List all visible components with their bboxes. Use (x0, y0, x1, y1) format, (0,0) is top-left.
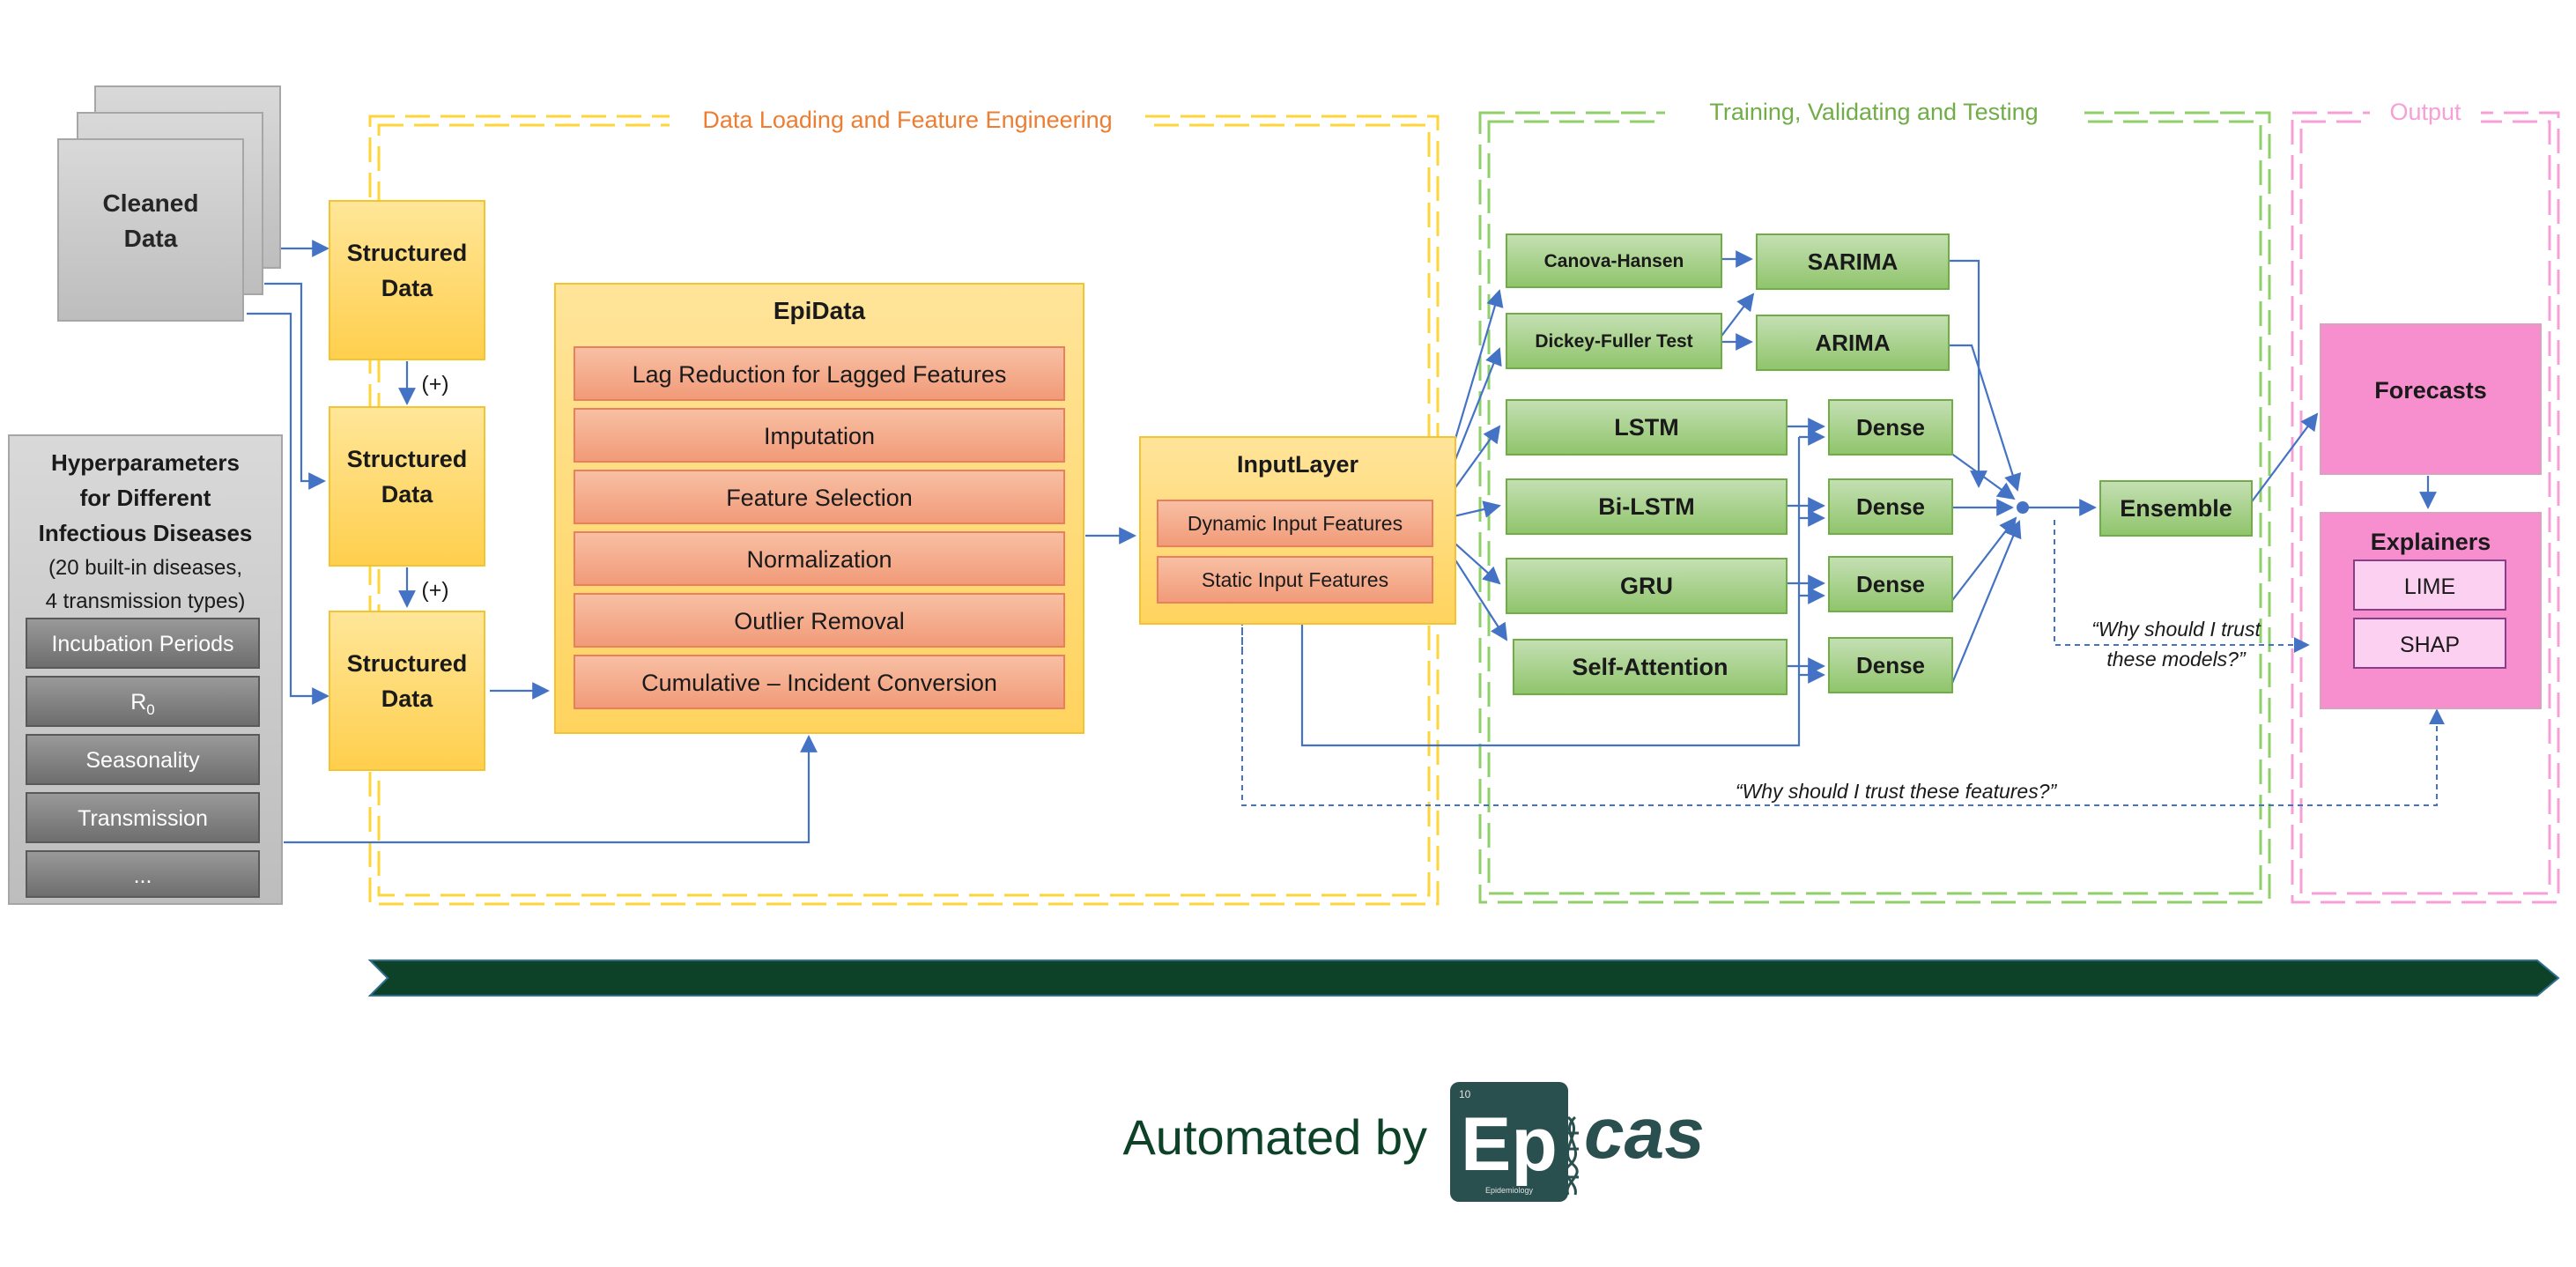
hyperparams-subtitle-2: 4 transmission types) (46, 589, 246, 613)
epidata-step-lag: Lag Reduction for Lagged Features (633, 361, 1007, 388)
question-connectors (1234, 520, 2445, 806)
epidata-step-imputation: Imputation (764, 423, 875, 449)
group-training-title: Training, Validating and Testing (1709, 99, 2038, 125)
epidata-step-feature-selection: Feature Selection (726, 485, 913, 511)
logo-small-text: Epidemiology (1485, 1186, 1534, 1195)
dense-4: Dense (1856, 652, 1925, 678)
cleaned-data-label-2: Data (124, 225, 178, 252)
hyperparam-more: ... (134, 863, 152, 888)
epidata-step-normalization: Normalization (746, 546, 892, 573)
logo-cas: cas (1584, 1093, 1705, 1174)
automation-arrow-bar (367, 960, 2560, 997)
hyperparam-seasonality: Seasonality (85, 748, 200, 773)
arrow-dense1-to-merge (1950, 452, 2016, 500)
output-blocks: Forecasts Explainers LIME SHAP (2320, 323, 2542, 709)
hyperparam-transmission: Transmission (78, 806, 208, 831)
hyperparam-incubation: Incubation Periods (51, 632, 233, 656)
dna-helix-icon (1565, 1115, 1579, 1196)
group-output: Output (2291, 93, 2560, 904)
input-layer-title: InputLayer (1237, 451, 1359, 478)
dashed-merge-to-explainers (2054, 520, 2310, 653)
model-gru: GRU (1620, 573, 1673, 599)
hyperparam-r0-letter: R (130, 690, 146, 715)
hyperparams-title-2: for Different (80, 485, 211, 511)
arrow-arima-to-merge (1947, 344, 2022, 492)
explainer-shap: SHAP (2400, 633, 2460, 657)
epidata-step-cumulative: Cumulative – Incident Conversion (641, 670, 997, 696)
hyperparam-r0-subscript: 0 (146, 701, 154, 718)
plus-marker-1: (+) (421, 372, 448, 396)
question-trust-models-1: “Why should I trust (2091, 618, 2261, 641)
epidata-block: EpiData Lag Reduction for Lagged Feature… (554, 283, 1084, 734)
cleaned-data-stack: Cleaned Data (57, 85, 281, 322)
group-output-title: Output (2389, 99, 2461, 125)
logo-badge (1450, 1082, 1568, 1202)
static-input-features: Static Input Features (1202, 568, 1388, 591)
structured-data-2-label-2: Data (381, 481, 434, 508)
model-canova-hansen: Canova-Hansen (1544, 251, 1684, 271)
arrow-dense4-to-merge (1949, 520, 2022, 688)
model-dickey-fuller: Dickey-Fuller Test (1535, 331, 1692, 352)
hyperparams-title-3: Infectious Diseases (39, 520, 253, 546)
arrow-cleaned-to-structured-2 (264, 282, 326, 490)
dense-2: Dense (1856, 493, 1925, 520)
arrow-cleaned-to-structured-3 (247, 312, 329, 705)
models: Canova-Hansen Dickey-Fuller Test SARIMA … (1506, 233, 2253, 695)
arrow-ensemble-to-forecasts (2249, 412, 2319, 505)
structured-data-1-label-1: Structured (347, 240, 468, 266)
explainer-lime: LIME (2404, 574, 2455, 599)
merge-node (2017, 501, 2029, 514)
logo-number: 10 (1459, 1088, 1471, 1100)
dynamic-input-features: Dynamic Input Features (1188, 512, 1403, 535)
model-ensemble: Ensemble (2120, 495, 2232, 522)
arrow-sarima-to-merge (1947, 259, 1988, 488)
question-trust-models-2: these models?” (2106, 648, 2247, 671)
arrow-hyperparams-to-epidata (284, 735, 818, 844)
plus-marker-2: (+) (421, 578, 448, 603)
hyperparam-r0: R0 (130, 690, 155, 718)
model-bi-lstm: Bi-LSTM (1598, 493, 1694, 520)
structured-data-1: Structured Data (329, 200, 485, 360)
output-forecasts: Forecasts (2374, 377, 2487, 404)
structured-data-2: Structured Data (329, 406, 485, 567)
dense-3: Dense (1856, 571, 1925, 597)
automated-by-label: Automated by (1122, 1109, 1427, 1165)
logo-ep: Ep (1461, 1102, 1558, 1187)
group-data-loading-title: Data Loading and Feature Engineering (702, 107, 1112, 133)
structured-data-3: Structured Data (329, 611, 485, 771)
hyperparams-title-1: Hyperparameters (51, 449, 240, 476)
model-arima: ARIMA (1815, 330, 1890, 356)
arrow-dickey-to-sarima (1719, 293, 1755, 339)
structured-data-1-label-2: Data (381, 275, 434, 301)
question-trust-features: “Why should I trust these features?” (1736, 780, 2058, 803)
epidata-title: EpiData (774, 297, 866, 324)
structured-data-2-label-1: Structured (347, 446, 468, 472)
model-sarima: SARIMA (1808, 248, 1899, 275)
structured-data-3-label-1: Structured (347, 650, 468, 677)
arrow-dense3-to-merge (1950, 516, 2017, 604)
hyperparams-subtitle-1: (20 built-in diseases, (48, 556, 242, 580)
model-lstm: LSTM (1614, 414, 1679, 441)
output-explainers: Explainers (2371, 529, 2491, 555)
dense-1: Dense (1856, 414, 1925, 441)
structured-data-3-label-2: Data (381, 685, 434, 712)
dashed-features-loop (1241, 601, 2445, 806)
input-layer-block: InputLayer Dynamic Input Features Static… (1139, 436, 1456, 625)
epicas-logo: 10 Ep Epidemiology cas (1450, 1082, 1705, 1202)
cleaned-data-label-1: Cleaned (103, 189, 199, 217)
hyperparameters-panel: Hyperparameters for Different Infectious… (8, 434, 283, 905)
model-self-attention: Self-Attention (1573, 654, 1728, 680)
epidata-step-outlier: Outlier Removal (734, 608, 905, 634)
static-bus (1300, 437, 1801, 747)
